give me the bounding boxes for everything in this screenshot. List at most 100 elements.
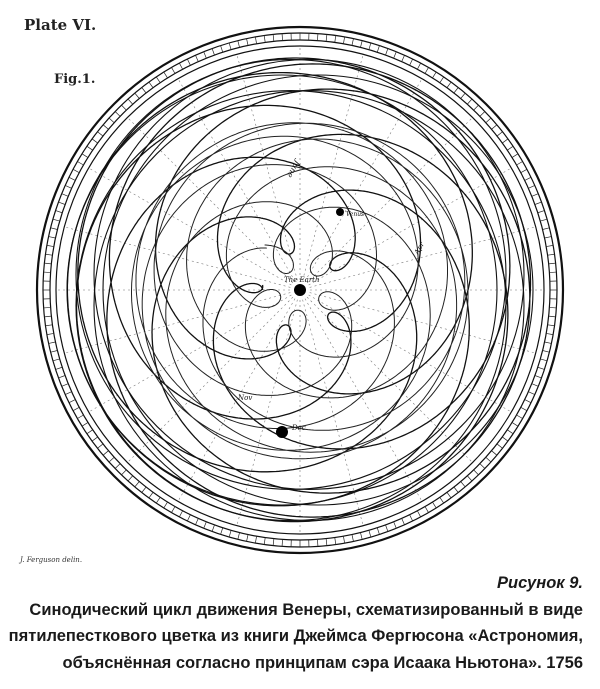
sun-icon bbox=[276, 426, 288, 438]
zodiac-tick bbox=[91, 436, 98, 442]
zodiac-tick bbox=[524, 177, 532, 181]
zodiac-tick bbox=[548, 315, 556, 318]
venus-geocentric-path bbox=[66, 57, 532, 523]
zodiac-tick bbox=[453, 87, 459, 94]
zodiac-tick bbox=[343, 36, 345, 44]
zodiac-tick bbox=[171, 506, 176, 513]
zodiac-tick bbox=[516, 161, 523, 166]
zodiac-tick bbox=[479, 463, 486, 469]
venus-icon bbox=[336, 208, 344, 216]
zodiac-tick bbox=[52, 358, 60, 362]
zodiac-tick bbox=[48, 236, 56, 239]
zodiac-tick bbox=[55, 210, 63, 214]
zodiac-tick bbox=[163, 501, 168, 509]
caption-line: Синодический цикл движения Венеры, схема… bbox=[29, 600, 583, 619]
sight-line bbox=[177, 78, 296, 282]
zodiac-tick bbox=[81, 153, 89, 158]
sun-orbit-circle bbox=[93, 58, 525, 490]
zodiac-tick bbox=[148, 81, 154, 88]
month-label: Apr bbox=[412, 240, 426, 257]
zodiac-tick bbox=[507, 429, 514, 435]
zodiac-tick bbox=[68, 399, 76, 403]
zodiac-tick bbox=[220, 45, 224, 53]
sight-line bbox=[306, 117, 473, 284]
zodiac-tick bbox=[108, 457, 115, 463]
zodiac-tick bbox=[141, 87, 147, 94]
figure-label: Fig.1. bbox=[54, 72, 96, 87]
zodiac-tick bbox=[108, 117, 115, 123]
zodiac-tick bbox=[401, 55, 405, 62]
loop-path bbox=[131, 122, 469, 460]
zodiac-tick bbox=[485, 457, 492, 463]
zodiac-tick bbox=[211, 48, 215, 56]
sight-line bbox=[64, 292, 291, 354]
zodiac-tick bbox=[50, 227, 58, 230]
zodiac-tick bbox=[446, 81, 452, 88]
zodiac-tick bbox=[72, 169, 80, 173]
caption-line: пятилепесткового цветка из книги Джеймса… bbox=[8, 627, 583, 645]
month-label: Nov bbox=[237, 394, 252, 402]
zodiac-tick bbox=[91, 138, 98, 144]
zodiac-tick bbox=[460, 481, 466, 488]
plate-label: Plate VI. bbox=[24, 16, 97, 34]
zodiac-tick bbox=[141, 486, 147, 493]
zodiac-tick bbox=[334, 35, 337, 43]
zodiac-tick bbox=[546, 245, 554, 247]
zodiac-tick bbox=[439, 76, 445, 83]
zodiac-tick bbox=[502, 138, 509, 144]
sight-line bbox=[88, 167, 292, 286]
zodiac-tick bbox=[187, 58, 191, 66]
zodiac-tick bbox=[255, 536, 257, 544]
zodiac-tick bbox=[473, 469, 479, 476]
zodiac-tick bbox=[77, 414, 84, 419]
zodiac-tick bbox=[77, 161, 84, 166]
zodiac-tick bbox=[424, 67, 429, 74]
zodiac-tick bbox=[203, 521, 207, 529]
month-label: Dec bbox=[291, 424, 306, 432]
zodiac-tick bbox=[432, 501, 437, 509]
sight-line bbox=[127, 296, 294, 463]
sight-line bbox=[304, 78, 423, 282]
zodiac-tick bbox=[50, 350, 58, 353]
zodiac-tick bbox=[534, 375, 542, 379]
zodiac-tick bbox=[195, 518, 199, 525]
zodiac-tick bbox=[195, 55, 199, 62]
zodiac-tick bbox=[446, 492, 452, 499]
sight-line bbox=[309, 292, 536, 354]
zodiac-tick bbox=[368, 42, 372, 50]
zodiac-tick bbox=[237, 40, 240, 48]
zodiac-tick bbox=[61, 193, 69, 197]
zodiac-tick bbox=[179, 62, 183, 70]
zodiac-tick bbox=[424, 506, 429, 513]
zodiac-tick bbox=[155, 497, 161, 504]
zodiac-tick bbox=[542, 227, 550, 230]
zodiac-tick bbox=[48, 341, 56, 344]
zodiac-tick bbox=[228, 530, 232, 538]
zodiac-tick bbox=[134, 92, 140, 99]
figure-caption: Рисунок 9. Синодический цикл движения Ве… bbox=[9, 570, 583, 676]
zodiac-tick bbox=[61, 383, 69, 387]
zodiac-tick bbox=[544, 236, 552, 239]
zodiac-tick bbox=[52, 218, 60, 222]
zodiac-tick bbox=[155, 76, 161, 83]
zodiac-tick bbox=[511, 153, 519, 158]
caption-line: объяснённая согласно принципам сэра Исаа… bbox=[62, 653, 583, 672]
zodiac-tick bbox=[544, 341, 552, 344]
zodiac-tick bbox=[542, 350, 550, 353]
sight-line bbox=[64, 226, 291, 288]
zodiac-tick bbox=[263, 35, 266, 43]
venus-label: Venus bbox=[346, 211, 364, 218]
zodiac-tick bbox=[114, 111, 121, 117]
zodiac-tick bbox=[134, 481, 140, 488]
zodiac-tick bbox=[351, 534, 354, 542]
zodiac-tick bbox=[102, 124, 109, 130]
sight-line bbox=[236, 299, 298, 526]
zodiac-tick bbox=[72, 407, 80, 411]
zodiac-tick bbox=[520, 407, 528, 411]
zodiac-tick bbox=[502, 436, 509, 442]
zodiac-tick bbox=[409, 58, 413, 66]
sight-line bbox=[302, 299, 364, 526]
zodiac-tick bbox=[114, 463, 121, 469]
zodiac-tick bbox=[467, 475, 473, 482]
zodiac-tick bbox=[58, 375, 66, 379]
